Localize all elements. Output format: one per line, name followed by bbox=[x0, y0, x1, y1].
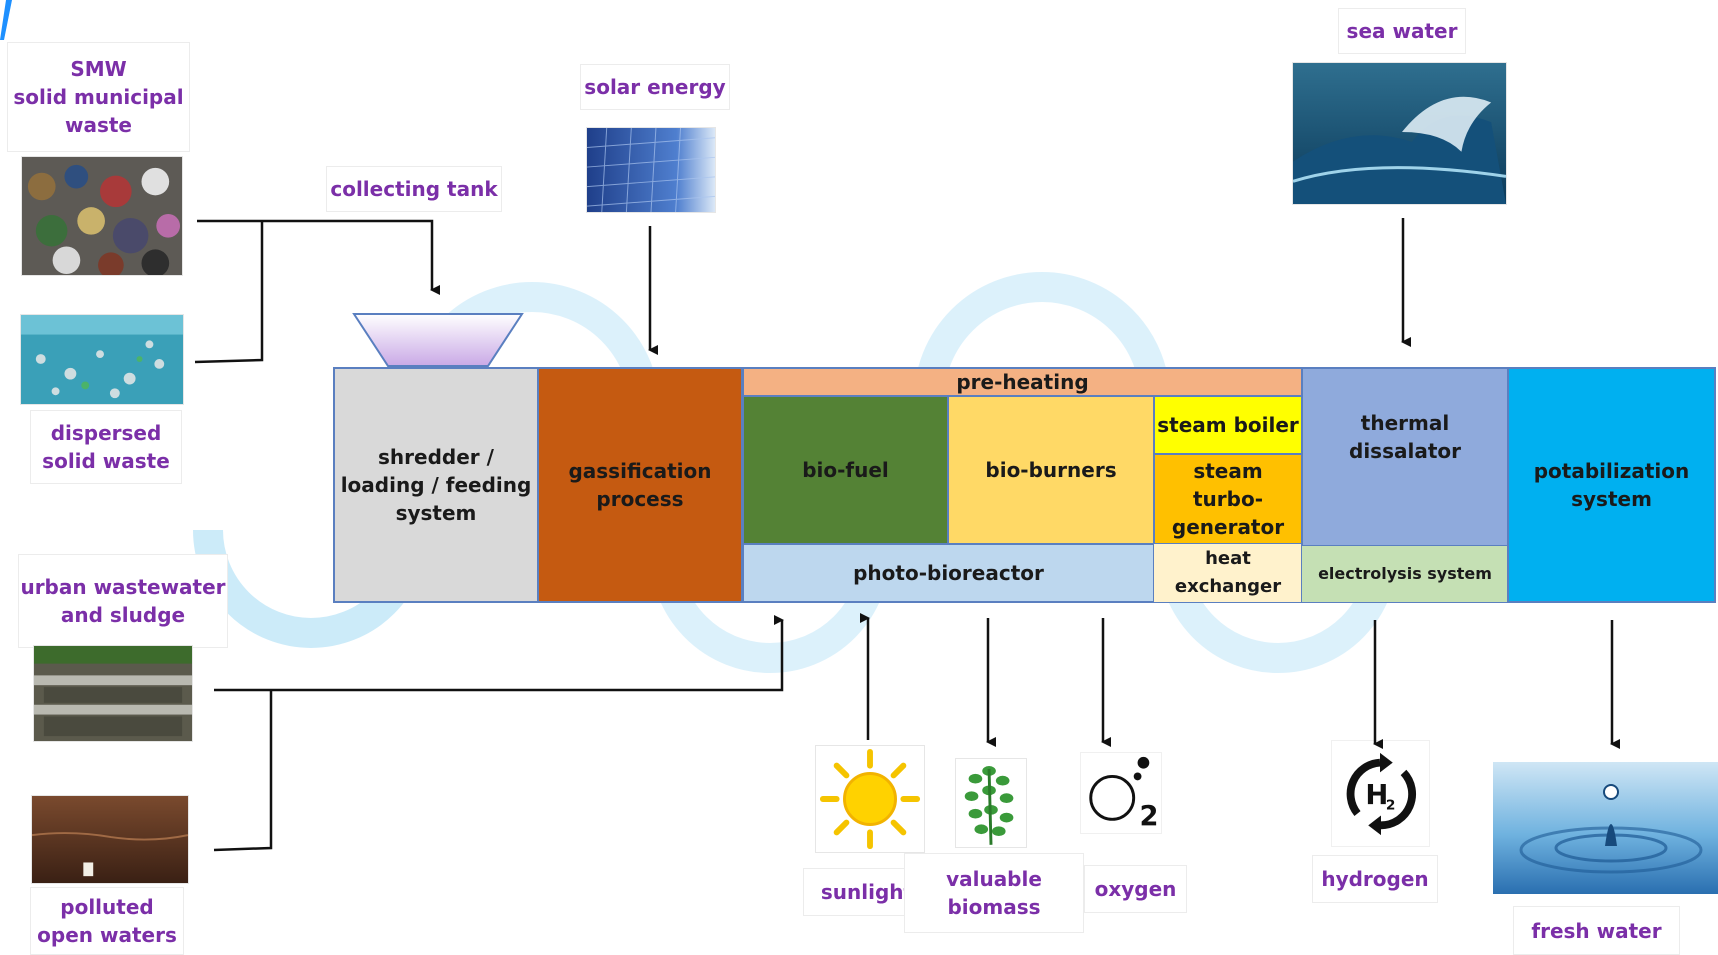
block-shredder: shredder / loading / feeding system bbox=[333, 367, 539, 603]
label-collecting-tank-text: collecting tank bbox=[330, 177, 498, 201]
label-smw: SMW solid municipal waste bbox=[7, 42, 190, 152]
block-steam-turbo-line1: steam turbo- bbox=[1192, 459, 1264, 511]
label-solar-energy-text: solar energy bbox=[584, 75, 726, 99]
block-pre-heating-text: pre-heating bbox=[956, 370, 1089, 394]
label-sea-water: sea water bbox=[1338, 8, 1466, 54]
label-fresh-water-text: fresh water bbox=[1531, 918, 1662, 943]
hydrogen-icon: H 2 bbox=[1331, 740, 1430, 847]
block-bio-fuel-text: bio-fuel bbox=[802, 458, 889, 482]
solid-waste-photo bbox=[21, 156, 183, 276]
block-photo-bioreactor-text: photo-bioreactor bbox=[853, 561, 1044, 585]
block-potabilization: potabilization system bbox=[1507, 367, 1716, 603]
block-heat-exchanger-text: heat exchanger bbox=[1174, 548, 1282, 597]
sea-wave-photo bbox=[1292, 62, 1507, 205]
sludge-plant-photo bbox=[33, 645, 193, 742]
block-steam-turbo: steam turbo- generator bbox=[1153, 453, 1303, 545]
block-electrolysis: electrolysis system bbox=[1301, 545, 1509, 603]
label-oxygen-text: oxygen bbox=[1094, 877, 1177, 901]
hydrogen-symbol: H bbox=[1365, 780, 1388, 811]
label-sunlight-text: sunlight bbox=[820, 880, 914, 904]
block-electrolysis-text: electrolysis system bbox=[1318, 564, 1492, 583]
label-urban: urban wastewater and sludge bbox=[18, 554, 228, 648]
sun-icon bbox=[815, 745, 925, 853]
label-hydrogen: hydrogen bbox=[1312, 855, 1438, 903]
label-polluted-line2: open waters bbox=[37, 923, 177, 947]
block-gassification-line1: gassification bbox=[568, 459, 712, 483]
block-shredder-line2: loading / feeding bbox=[340, 473, 532, 497]
label-collecting-tank: collecting tank bbox=[326, 166, 502, 212]
label-biomass-line1: valuable bbox=[946, 867, 1042, 891]
label-urban-line1: urban wastewater bbox=[20, 575, 226, 599]
label-polluted: polluted open waters bbox=[30, 887, 184, 955]
block-thermal-dissalator: thermal dissalator bbox=[1301, 367, 1509, 547]
block-bio-burners: bio-burners bbox=[947, 395, 1155, 545]
hydrogen-subscript: 2 bbox=[1386, 798, 1396, 814]
label-solar-energy: solar energy bbox=[580, 64, 730, 110]
block-pre-heating: pre-heating bbox=[742, 367, 1303, 397]
block-heat-exchanger: heat exchanger bbox=[1153, 543, 1303, 603]
label-fresh-water: fresh water bbox=[1513, 906, 1680, 955]
block-shredder-line1: shredder / bbox=[378, 445, 494, 469]
block-bio-fuel: bio-fuel bbox=[742, 395, 949, 545]
label-smw-line1: SMW bbox=[70, 57, 127, 81]
label-dispersed-line1: dispersed bbox=[50, 421, 162, 445]
label-polluted-line1: polluted bbox=[60, 895, 154, 919]
label-urban-line2: and sludge bbox=[60, 603, 186, 627]
block-thermal-line1: thermal bbox=[1360, 411, 1450, 435]
oxygen-subscript: 2 bbox=[1140, 801, 1159, 832]
label-dispersed-line2: solid waste bbox=[42, 449, 170, 473]
label-hydrogen-text: hydrogen bbox=[1321, 867, 1429, 891]
seaweed-icon bbox=[955, 758, 1027, 848]
block-potabilization-line2: system bbox=[1571, 487, 1652, 511]
solar-panel-photo bbox=[586, 127, 716, 213]
label-biomass: valuable biomass bbox=[904, 853, 1084, 933]
block-steam-boiler: steam boiler bbox=[1153, 395, 1303, 455]
collecting-tank-hopper bbox=[352, 313, 524, 367]
block-gassification: gassification process bbox=[537, 367, 743, 603]
block-steam-turbo-line2: generator bbox=[1171, 515, 1285, 539]
corner-mark bbox=[0, 0, 12, 40]
label-oxygen: oxygen bbox=[1084, 865, 1187, 913]
label-biomass-line2: biomass bbox=[947, 895, 1041, 919]
label-smw-line3: waste bbox=[64, 113, 132, 137]
block-thermal-line2: dissalator bbox=[1349, 439, 1461, 463]
label-smw-line2: solid municipal bbox=[13, 85, 184, 109]
label-sea-water-text: sea water bbox=[1346, 19, 1458, 43]
oxygen-icon: 2 bbox=[1080, 752, 1162, 834]
water-drop-photo bbox=[1493, 762, 1718, 894]
label-dispersed: dispersed solid waste bbox=[30, 410, 182, 484]
block-photo-bioreactor: photo-bioreactor bbox=[742, 543, 1155, 603]
dispersed-waste-photo bbox=[20, 314, 184, 405]
block-steam-boiler-text: steam boiler bbox=[1157, 413, 1299, 437]
block-potabilization-line1: potabilization bbox=[1533, 459, 1690, 483]
polluted-water-photo bbox=[31, 795, 189, 884]
block-shredder-line3: system bbox=[395, 501, 477, 525]
block-bio-burners-text: bio-burners bbox=[985, 458, 1117, 482]
block-gassification-line2: process bbox=[596, 487, 684, 511]
